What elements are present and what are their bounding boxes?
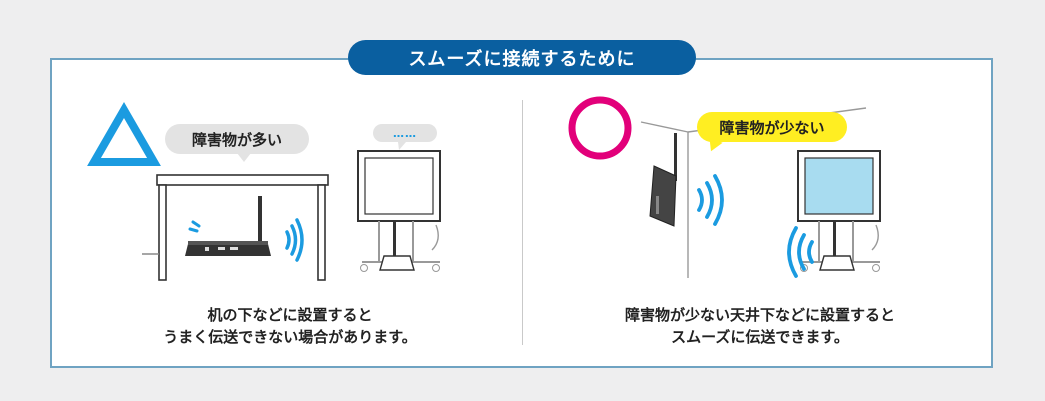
table-icon bbox=[142, 174, 329, 281]
bubble-few-obstacles: 障害物が少ない bbox=[697, 112, 847, 142]
page-title: スムーズに接続するために bbox=[348, 40, 696, 75]
caption-right: 障害物が少ない天井下などに設置すると スムーズに伝送できます。 bbox=[570, 304, 950, 348]
signal-waves-icon bbox=[285, 218, 304, 262]
bubble-many-obstacles: 障害物が多い bbox=[165, 124, 309, 162]
ellipsis-bubble-icon bbox=[373, 124, 437, 150]
transmitter-icon bbox=[649, 133, 677, 227]
tv-monitor-icon bbox=[357, 150, 441, 272]
caption-right-line1: 障害物が少ない天井下などに設置すると bbox=[624, 306, 895, 324]
tv-monitor-icon bbox=[797, 150, 881, 272]
divider bbox=[522, 100, 523, 345]
signal-waves-icon bbox=[697, 174, 724, 226]
receiver-icon bbox=[185, 196, 271, 256]
signal-blip-icon bbox=[188, 220, 201, 233]
ellipsis-text: …… bbox=[393, 126, 417, 140]
caption-right-line2: スムーズに伝送できます。 bbox=[671, 328, 849, 346]
triangle-mark-icon bbox=[87, 101, 161, 166]
caption-left-line2: うまく伝送できない場合があります。 bbox=[163, 328, 417, 346]
signal-waves-icon bbox=[787, 226, 814, 278]
circle-mark-icon bbox=[568, 96, 632, 160]
caption-left: 机の下などに設置すると うまく伝送できない場合があります。 bbox=[120, 304, 460, 348]
caption-left-line1: 机の下などに設置すると bbox=[207, 306, 373, 324]
